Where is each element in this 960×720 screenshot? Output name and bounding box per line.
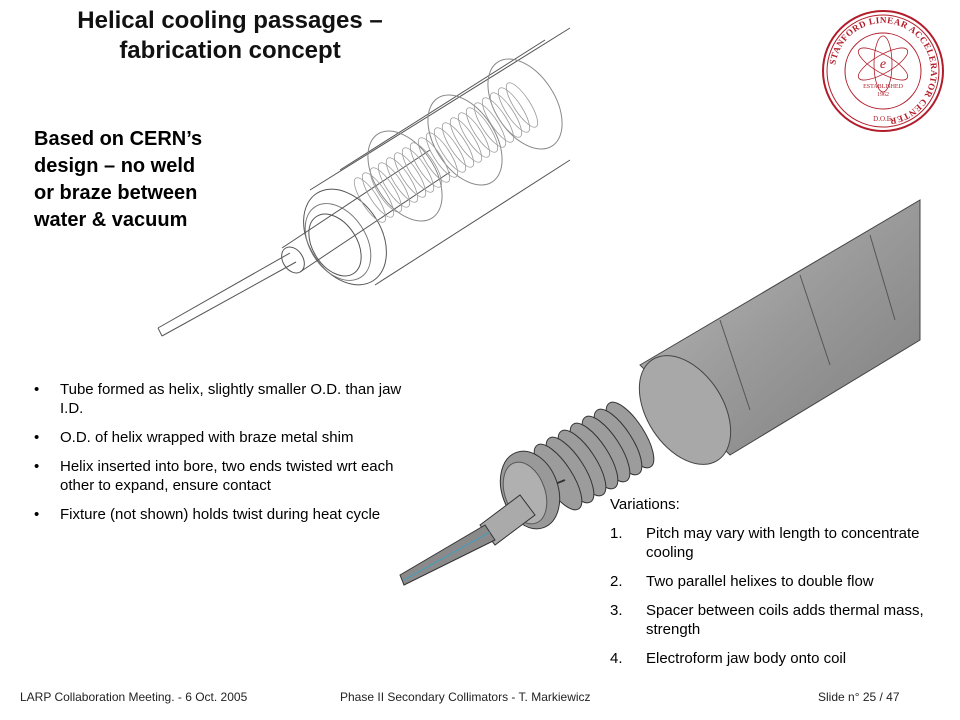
footer-meeting: LARP Collaboration Meeting. - 6 Oct. 200… — [20, 690, 248, 704]
variation-item: 2. Two parallel helixes to double flow — [610, 572, 950, 591]
svg-text:e: e — [880, 57, 886, 72]
variation-number: 2. — [610, 573, 623, 590]
variations-heading: Variations: — [610, 496, 680, 513]
design-note-line-1: Based on CERN’s — [34, 128, 203, 150]
design-note-line-2: design – no weld — [34, 155, 196, 177]
process-bullet-list: Tube formed as helix, slightly smaller O… — [34, 380, 414, 534]
variation-number: 1. — [610, 525, 623, 542]
variation-text: Spacer between coils adds thermal mass, … — [646, 602, 924, 638]
bullet-item: O.D. of helix wrapped with braze metal s… — [34, 428, 414, 447]
variations-list: 1. Pitch may vary with length to concentr… — [610, 524, 950, 668]
solid-jaw-drawing — [399, 199, 921, 586]
variation-text: Two parallel helixes to double flow — [646, 573, 874, 590]
title-line-2: fabrication concept — [119, 37, 341, 64]
slac-seal-logo: STANFORD LINEAR ACCELERATOR CENTER e EST… — [822, 10, 944, 132]
slide-title: Helical cooling passages – fabrication c… — [40, 6, 420, 66]
bullet-item: Fixture (not shown) holds twist during h… — [34, 505, 414, 524]
variation-item: 4. Electroform jaw body onto coil — [610, 649, 950, 668]
variation-number: 4. — [610, 650, 623, 667]
bullet-item: Tube formed as helix, slightly smaller O… — [34, 380, 414, 418]
title-line-1: Helical cooling passages – — [77, 7, 383, 34]
variation-text: Electroform jaw body onto coil — [646, 650, 847, 667]
bullet-item: Helix inserted into bore, two ends twist… — [34, 457, 414, 495]
footer-slide-number: Slide n° 25 / 47 — [818, 690, 900, 704]
footer-talk-title: Phase II Secondary Collimators - T. Mark… — [340, 690, 591, 704]
logo-doe: D.O.E. — [873, 115, 893, 123]
design-note-line-3: or braze between — [34, 182, 198, 204]
design-note-line-4: water & vacuum — [34, 209, 188, 231]
variation-item: 3. Spacer between coils adds thermal mass… — [610, 601, 950, 639]
logo-established: ESTABLISHED — [863, 84, 904, 90]
variation-number: 3. — [610, 602, 623, 619]
wireframe-jaw-drawing — [157, 27, 571, 337]
variation-item: 1. Pitch may vary with length to concentr… — [610, 524, 950, 562]
logo-year: 1962 — [877, 92, 889, 98]
variation-text: Pitch may vary with length to concentrat… — [646, 525, 920, 561]
variations-section: Variations: 1. Pitch may vary with length… — [610, 495, 950, 678]
design-note: Based on CERN’s design – no weld or braz… — [34, 126, 254, 234]
